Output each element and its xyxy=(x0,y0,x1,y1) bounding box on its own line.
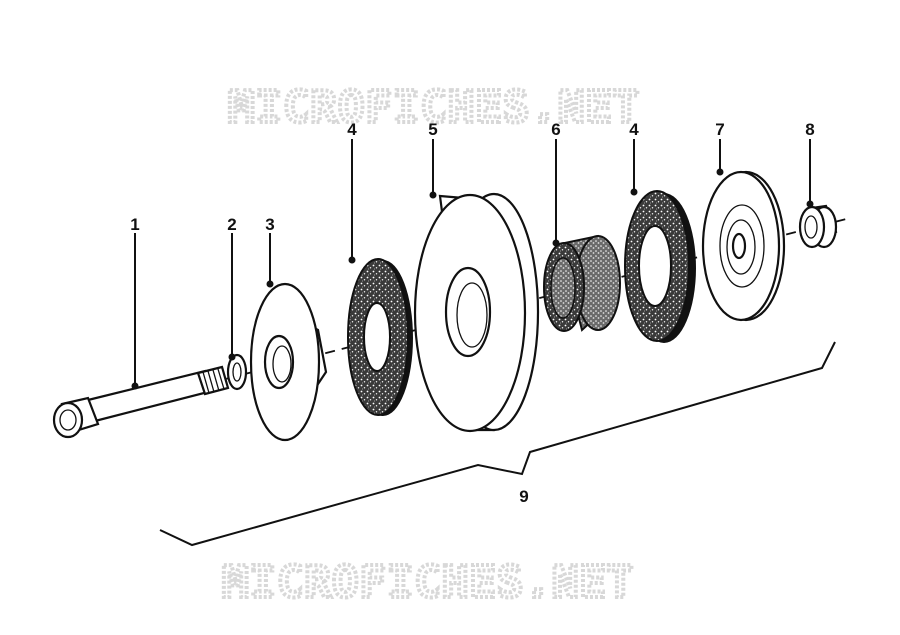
lock-washer-icon xyxy=(226,353,248,391)
callout-labels: 1 2 3 4 5 6 4 7 8 9 xyxy=(130,120,814,506)
pulley-disc-icon xyxy=(413,192,540,433)
callout-7: 7 xyxy=(715,120,724,139)
callout-8: 8 xyxy=(805,120,814,139)
leader-lines xyxy=(131,139,814,390)
callout-6: 6 xyxy=(551,120,560,139)
bushing-icon xyxy=(543,234,621,332)
callout-4-right: 4 xyxy=(629,120,639,139)
callout-9: 9 xyxy=(519,487,528,506)
dished-washer-icon xyxy=(701,170,786,322)
nut-icon xyxy=(798,204,838,249)
callout-3: 3 xyxy=(265,215,274,234)
callout-2: 2 xyxy=(227,215,236,234)
flanged-plate-icon xyxy=(249,282,328,442)
friction-disc-icon xyxy=(347,258,413,416)
callout-1: 1 xyxy=(130,215,139,234)
bracket-icon xyxy=(159,341,836,547)
watermark-top: MICROFICHES.NET xyxy=(228,82,640,133)
watermark-bottom: MICROFICHES.NET xyxy=(222,557,634,608)
callout-5: 5 xyxy=(428,120,437,139)
friction-disc-icon xyxy=(624,190,696,343)
bolt-icon xyxy=(52,365,230,439)
callout-4-left: 4 xyxy=(347,120,357,139)
